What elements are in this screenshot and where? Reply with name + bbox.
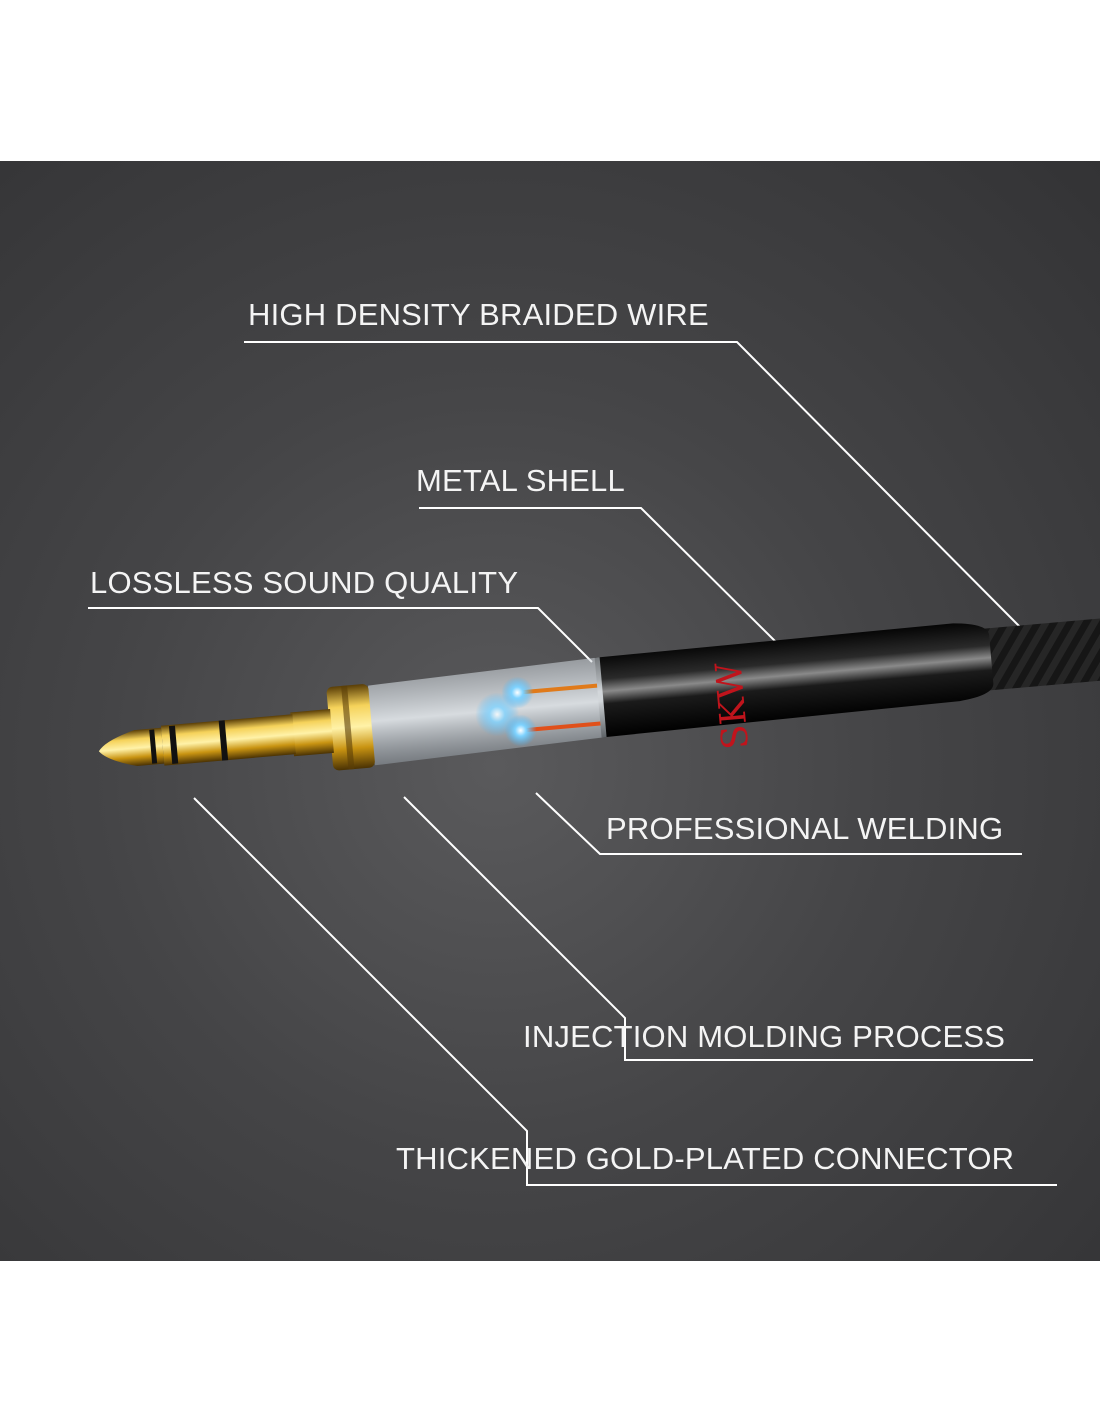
label-gold-connector: THICKENED GOLD-PLATED CONNECTOR xyxy=(396,1141,1015,1176)
metal-shell xyxy=(594,623,994,738)
leader-lines xyxy=(88,341,1057,1186)
label-braided-wire: HIGH DENSITY BRAIDED WIRE xyxy=(248,297,709,332)
leader-lossless-sound xyxy=(88,607,593,663)
leader-professional-welding xyxy=(535,792,1022,855)
gold-tip xyxy=(98,727,165,767)
cable-illustration: SKW xyxy=(88,341,1100,1186)
gold-sleeve xyxy=(290,708,334,757)
braided-cable xyxy=(978,616,1100,691)
label-professional-welding: PROFESSIONAL WELDING xyxy=(606,811,1004,846)
label-lossless-sound: LOSSLESS SOUND QUALITY xyxy=(90,565,519,600)
audio-jack: SKW xyxy=(98,616,1100,771)
product-panel: SKW HIGH DENSITY BRAIDED WIRE METAL SHEL… xyxy=(0,161,1100,1261)
leader-braided-wire xyxy=(244,341,1031,638)
brand-logo: SKW xyxy=(709,661,757,752)
leader-gold-connector xyxy=(193,797,1057,1186)
label-injection-molding: INJECTION MOLDING PROCESS xyxy=(523,1019,1006,1054)
leader-injection-molding xyxy=(403,796,1033,1061)
label-metal-shell: METAL SHELL xyxy=(416,463,625,498)
leader-metal-shell xyxy=(419,507,781,647)
